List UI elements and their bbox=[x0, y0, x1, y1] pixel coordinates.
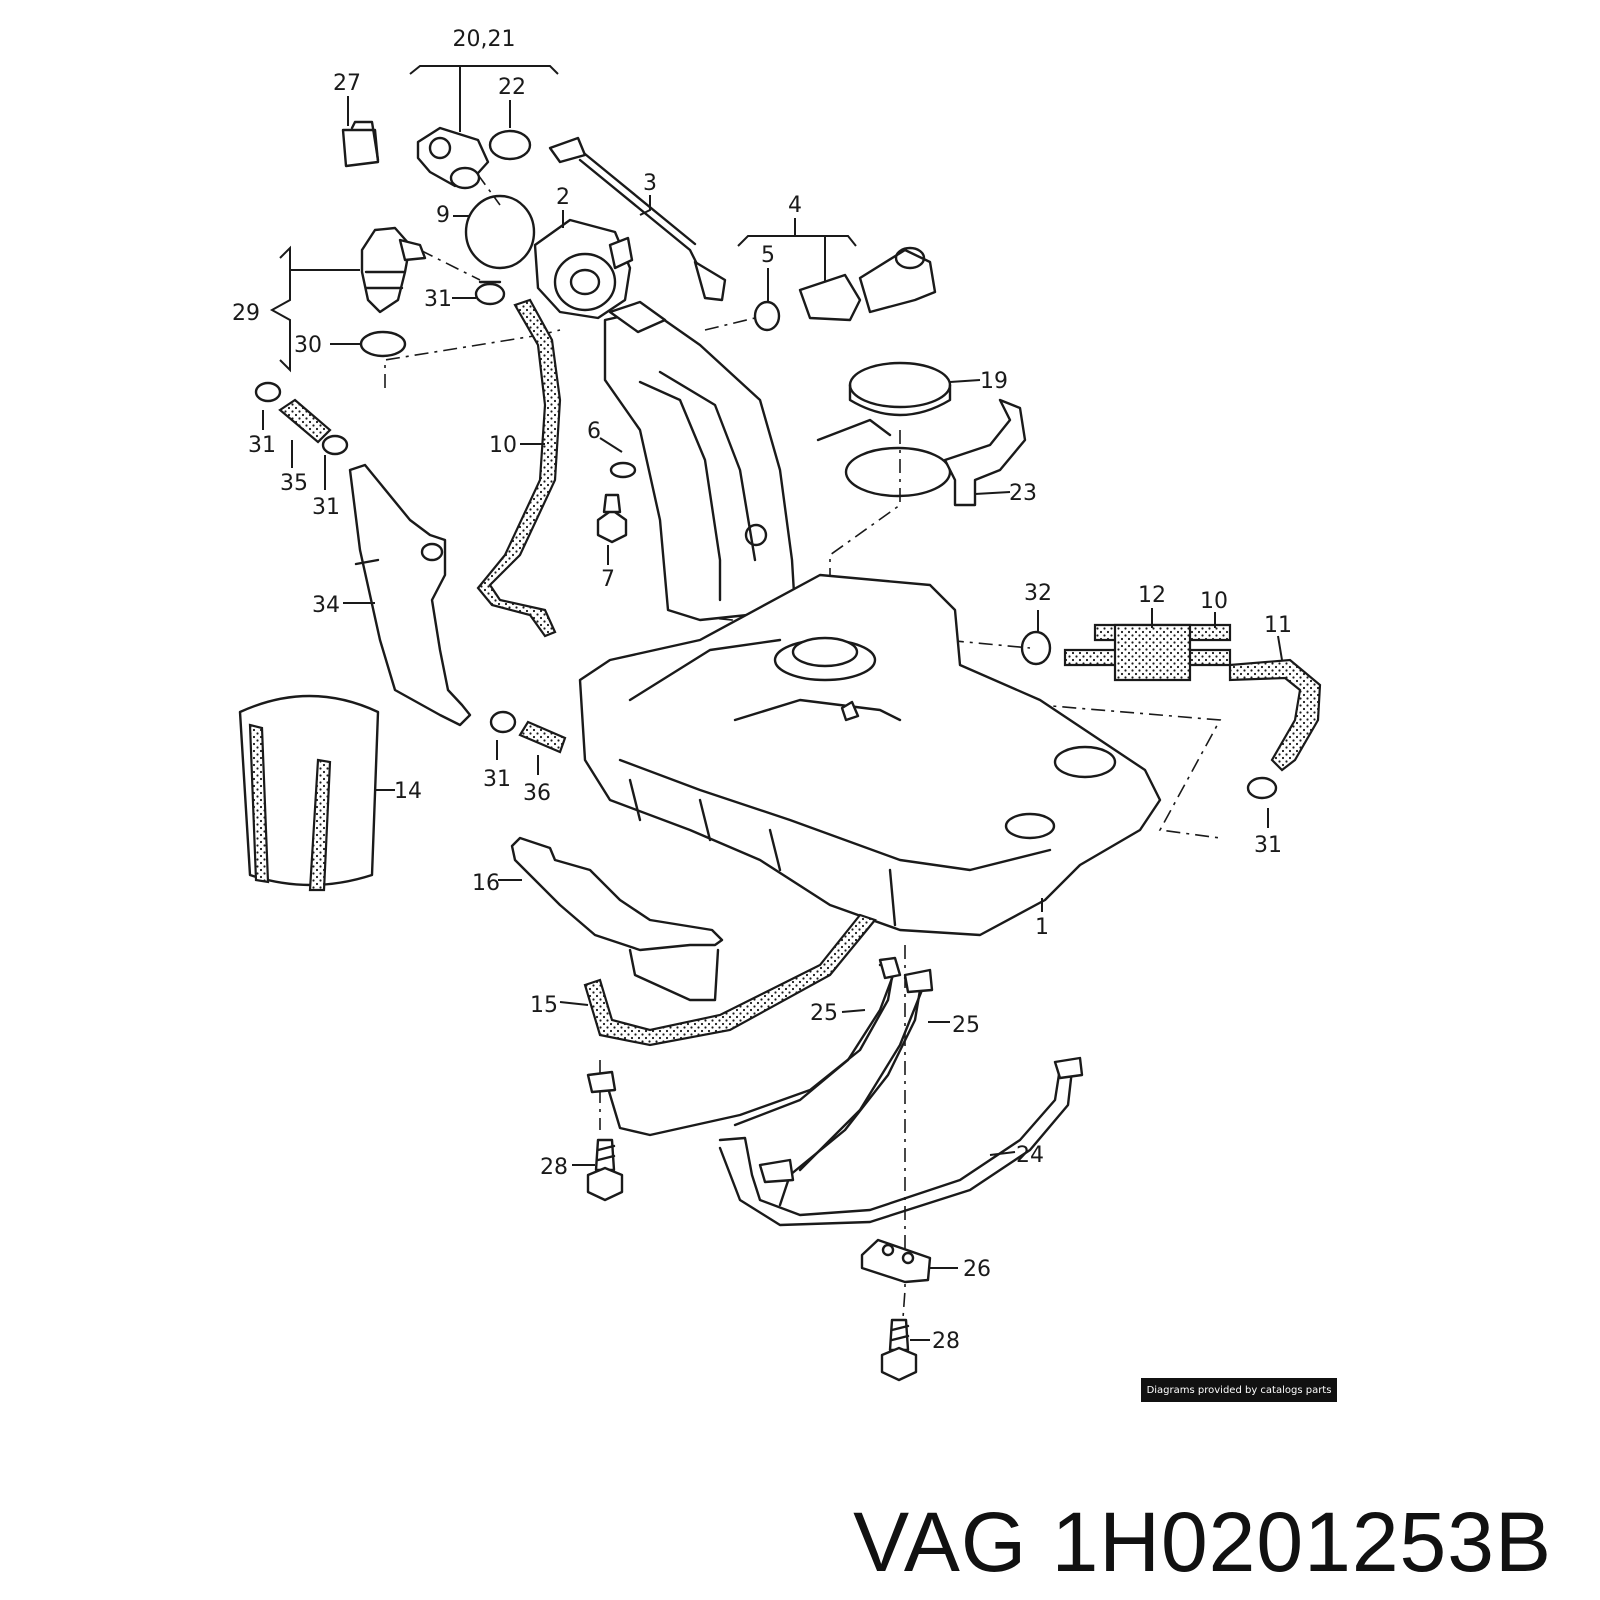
clamp-part-31-c bbox=[321, 434, 349, 456]
callout-27: 27 bbox=[333, 71, 361, 96]
callout-14: 14 bbox=[394, 779, 422, 804]
callout-26: 26 bbox=[963, 1257, 991, 1282]
pump-part-2 bbox=[533, 218, 634, 320]
hose-part-35 bbox=[278, 398, 332, 444]
diagram-credit-badge: Diagrams provided by catalogs parts bbox=[1141, 1378, 1337, 1402]
callout-25-a: 25 bbox=[810, 1001, 838, 1026]
hose-part-36 bbox=[518, 720, 567, 754]
callout-12: 12 bbox=[1138, 583, 1166, 608]
locking-ring-part-19 bbox=[848, 361, 952, 417]
clip-part-27 bbox=[341, 120, 380, 168]
valve-part-20-21 bbox=[416, 126, 490, 190]
vent-hose-part-10 bbox=[476, 298, 562, 638]
callout-22: 22 bbox=[498, 75, 526, 100]
callout-35: 35 bbox=[280, 471, 308, 496]
o-ring-part-5 bbox=[753, 300, 781, 332]
o-ring-part-30 bbox=[359, 330, 407, 358]
callout-6: 6 bbox=[587, 419, 601, 444]
sensor-lead-part-3 bbox=[548, 136, 727, 302]
bracket-part-26 bbox=[860, 1238, 932, 1284]
callout-31-d: 31 bbox=[483, 767, 511, 792]
callout-20-21: 20,21 bbox=[453, 27, 516, 52]
leader-lines bbox=[262, 65, 1283, 1341]
o-ring-part-22 bbox=[488, 129, 532, 161]
callout-31-e: 31 bbox=[1254, 833, 1282, 858]
callout-34: 34 bbox=[312, 593, 340, 618]
callout-7: 7 bbox=[601, 567, 615, 592]
callout-1: 1 bbox=[1035, 915, 1049, 940]
protective-strip-part-15 bbox=[583, 913, 877, 1047]
clamp-part-31-d bbox=[489, 710, 517, 734]
callout-10-a: 10 bbox=[489, 433, 517, 458]
strap-part-24 bbox=[718, 1056, 1084, 1227]
callout-11: 11 bbox=[1264, 613, 1292, 638]
seal-bracket-part-23 bbox=[816, 398, 1027, 507]
filler-neck bbox=[603, 300, 797, 622]
expansion-tank-part-34 bbox=[348, 463, 472, 727]
callout-16: 16 bbox=[472, 871, 500, 896]
callout-19: 19 bbox=[980, 369, 1008, 394]
ring-part-9 bbox=[464, 194, 536, 270]
callout-9: 9 bbox=[436, 203, 450, 228]
callout-24: 24 bbox=[1016, 1143, 1044, 1168]
hose-part-11 bbox=[1228, 658, 1322, 772]
callout-15: 15 bbox=[530, 993, 558, 1018]
clamp-part-31-a bbox=[474, 280, 506, 306]
callout-4: 4 bbox=[788, 193, 802, 218]
callout-23: 23 bbox=[1009, 481, 1037, 506]
callout-36: 36 bbox=[523, 781, 551, 806]
valve-part-29 bbox=[360, 226, 427, 314]
callout-2: 2 bbox=[556, 185, 570, 210]
bolt-part-28-b bbox=[880, 1318, 918, 1382]
callout-labels: 20,21 27 22 3 2 9 4 5 29 31 30 19 10 6 2… bbox=[232, 27, 1292, 1354]
callout-28-a: 28 bbox=[540, 1155, 568, 1180]
connector-part-4 bbox=[798, 246, 937, 322]
callout-29: 29 bbox=[232, 301, 260, 326]
bolt-part-7 bbox=[596, 493, 628, 544]
callout-30: 30 bbox=[294, 333, 322, 358]
washer-part-6 bbox=[609, 461, 637, 479]
bolt-part-28-a bbox=[586, 1138, 624, 1202]
heat-shield-part-16 bbox=[510, 836, 724, 1002]
callout-31-c: 31 bbox=[312, 495, 340, 520]
fuel-tank-part-1 bbox=[578, 573, 1162, 937]
heat-shield-part-14 bbox=[238, 694, 380, 892]
clip-part-32 bbox=[1020, 630, 1052, 666]
callout-28-b: 28 bbox=[932, 1329, 960, 1354]
callout-32: 32 bbox=[1024, 581, 1052, 606]
callout-31-b: 31 bbox=[248, 433, 276, 458]
callout-5: 5 bbox=[761, 243, 775, 268]
fuel-filter-part-12 bbox=[1063, 623, 1232, 682]
callout-31-a: 31 bbox=[424, 287, 452, 312]
clamp-part-31-e bbox=[1246, 776, 1278, 800]
callout-10-b: 10 bbox=[1200, 589, 1228, 614]
part-number-title: VAG 1H0201253B bbox=[853, 1495, 1552, 1589]
callout-3: 3 bbox=[643, 171, 657, 196]
callout-25-b: 25 bbox=[952, 1013, 980, 1038]
clamp-part-31-b bbox=[254, 381, 282, 403]
